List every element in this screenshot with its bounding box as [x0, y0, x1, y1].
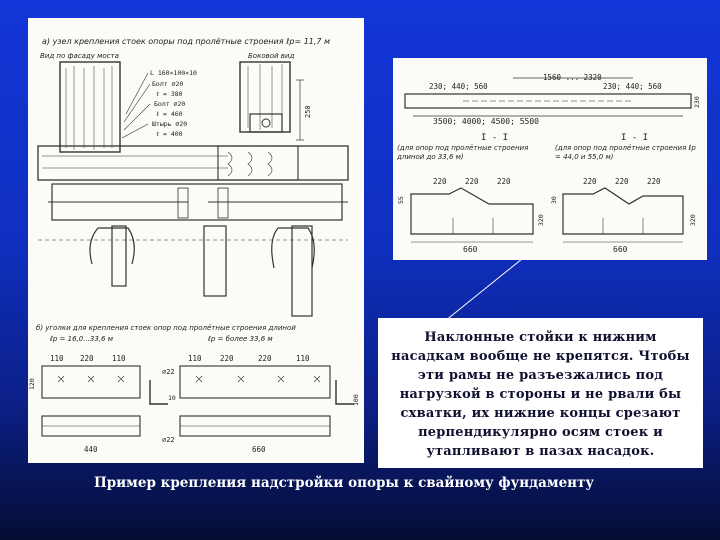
- side-h: 230: [693, 96, 701, 108]
- hole-right: ⌀22: [162, 436, 175, 444]
- len-left: 440: [84, 445, 98, 454]
- caption-box: Наклонные стойки к нижним насадкам вообщ…: [378, 318, 703, 468]
- angle-plates: [41, 365, 354, 437]
- right-len-right: 660: [613, 245, 628, 254]
- view-side-label: Боковой вид: [248, 52, 294, 60]
- side-dim-3: 10: [168, 394, 176, 402]
- span-dims: 3500; 4000; 4500; 5500: [433, 117, 539, 126]
- angle-dim-left-2: 220: [80, 354, 94, 363]
- angle-dims-right: 110 220 220 110: [188, 354, 310, 363]
- angle-dim-right-3: 220: [258, 354, 272, 363]
- caption-line-4: нагрузкой в стороны и не рвали бы: [399, 387, 682, 402]
- angle-dim-right-2: 220: [220, 354, 234, 363]
- heading-b-sub-right: ℓp = более 33,6 м: [207, 335, 273, 343]
- angle-dims-left: 110 220 110: [50, 354, 126, 363]
- front-post: [59, 61, 121, 153]
- hole-left: ⌀22: [162, 368, 175, 376]
- left-drawing-sheet: а) узел крепления стоек опоры под пролёт…: [28, 18, 364, 463]
- len-right: 660: [252, 445, 266, 454]
- heading-a: а) узел крепления стоек опоры под пролёт…: [42, 37, 330, 46]
- note-left-wrap: (для опор под пролётные строения длиной …: [397, 144, 529, 161]
- cross-sections: [410, 187, 684, 243]
- angle-dim-right-4: 110: [296, 354, 310, 363]
- callout-3: ℓ = 380: [156, 90, 183, 98]
- sec-dim-r3: 220: [647, 177, 661, 186]
- callout-2: Болт ⌀20: [152, 80, 183, 88]
- caption-line-7: утапливают в пазах насадок.: [426, 444, 655, 459]
- cap-beam: [37, 145, 349, 181]
- callouts: L 160×100×10 Болт ⌀20 ℓ = 380 Болт ⌀20 ℓ…: [121, 69, 197, 139]
- caption-line-3: эти рамы не разъезжались под: [417, 368, 664, 383]
- callout-6: Штырь ⌀20: [152, 120, 187, 128]
- top-dim-3: 230; 440; 560: [603, 82, 662, 91]
- heading-b: б) уголки для крепления стоек опор под п…: [36, 324, 296, 332]
- side-post: [239, 61, 304, 141]
- note-right: (для опор под пролётные строения ℓp = 44…: [555, 144, 696, 161]
- section-left: I - I: [481, 133, 508, 143]
- sec-dim-r1: 220: [583, 177, 597, 186]
- caption-line-1: Наклонные стойки к нижним: [424, 330, 657, 345]
- caption-line-6: перпендикулярно осям стоек и: [418, 425, 663, 440]
- view-front-label: Вид по фасаду моста: [40, 52, 119, 60]
- side-dim-2: 100: [352, 394, 360, 406]
- top-dim-1: 1560 ... 2320: [543, 73, 602, 82]
- callout-1: L 160×100×10: [150, 69, 197, 77]
- sec-dim-r2: 220: [615, 177, 629, 186]
- top-dim-2: 230; 440; 560: [429, 82, 488, 91]
- angle-dim-left-3: 110: [112, 354, 126, 363]
- callout-4: Болт ⌀20: [154, 100, 185, 108]
- height-1: 55: [397, 196, 405, 204]
- sec-dim-l1: 220: [433, 177, 447, 186]
- heading-b-sub-left: ℓp = 16,0...33,6 м: [49, 335, 114, 343]
- sec-dim-l3: 220: [497, 177, 511, 186]
- side-dim-1: 120: [28, 378, 36, 390]
- slide-title: Пример крепления надстройки опоры к свай…: [0, 475, 720, 491]
- right-top-dims: 1560 ... 2320 230; 440; 560 230; 440; 56…: [429, 73, 662, 91]
- right-drawing: 1560 ... 2320 230; 440; 560 230; 440; 56…: [397, 73, 701, 254]
- height-4: 320: [689, 214, 697, 226]
- left-drawing: а) узел крепления стоек опоры под пролёт…: [28, 37, 360, 454]
- caption-line-2: насадкам вообще не крепятся. Чтобы: [391, 349, 690, 364]
- long-beam: [404, 77, 692, 117]
- piles: [38, 225, 348, 317]
- note-right-wrap: (для опор под пролётные строения ℓp = 44…: [555, 144, 696, 161]
- slide-title-text: Пример крепления надстройки опоры к свай…: [93, 475, 595, 491]
- caption-text: Наклонные стойки к нижним насадкам вообщ…: [378, 328, 703, 461]
- height-2: 320: [537, 214, 545, 226]
- right-len-left: 660: [463, 245, 478, 254]
- callout-7: ℓ = 400: [156, 130, 183, 138]
- sec-dim-l2: 220: [465, 177, 479, 186]
- right-drawing-sheet: 1560 ... 2320 230; 440; 560 230; 440; 56…: [393, 58, 707, 260]
- dim-vertical: 250: [304, 105, 312, 118]
- callout-5: ℓ = 460: [156, 110, 183, 118]
- lower-beam: [48, 183, 348, 221]
- height-3: 30: [550, 196, 558, 204]
- section-right: I - I: [621, 133, 648, 143]
- caption-line-5: схватки, их нижние концы срезают: [400, 406, 681, 421]
- note-left: (для опор под пролётные строения длиной …: [397, 144, 529, 161]
- angle-dim-left-1: 110: [50, 354, 64, 363]
- sec-dims: 220 220 220 220 220 220: [433, 177, 661, 186]
- angle-dim-right-1: 110: [188, 354, 202, 363]
